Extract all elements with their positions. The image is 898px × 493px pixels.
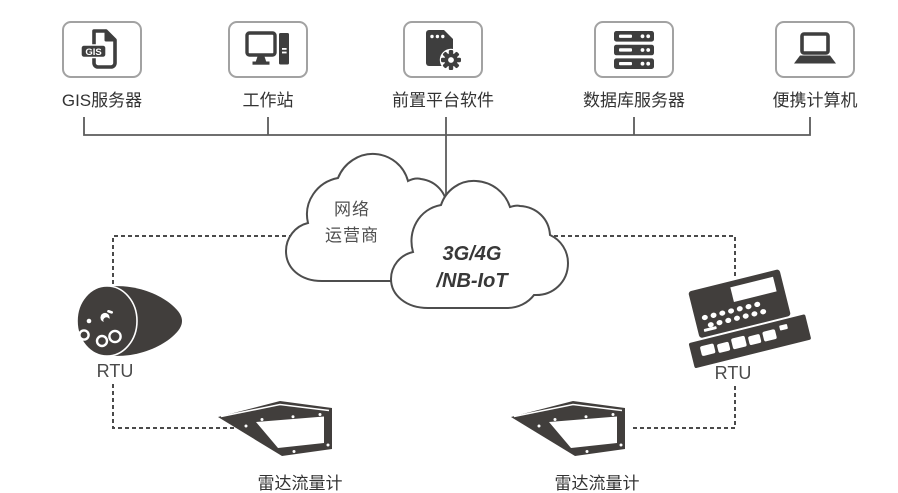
cloud-operator-line2: 运营商 bbox=[325, 226, 379, 245]
cloud-cellular-line1: 3G/4G bbox=[442, 243, 502, 265]
front-platform-label: 前置平台软件 bbox=[392, 91, 494, 110]
flowmeter-right-label: 雷达流量计 bbox=[554, 474, 640, 493]
rtu-right-label: RTU bbox=[714, 363, 752, 383]
dashed-link-cloud-to-rtu-left bbox=[112, 235, 307, 287]
node-workstation bbox=[228, 21, 308, 78]
node-gis-server: GIS bbox=[62, 21, 142, 78]
dashed-link-rtu-right-to-flowmeter bbox=[630, 386, 736, 429]
cloud-operator-label: 网络 运营商 bbox=[297, 197, 407, 249]
laptop-label: 便携计算机 bbox=[772, 91, 858, 110]
rtu-right-device bbox=[688, 269, 811, 368]
database-server-label: 数据库服务器 bbox=[583, 91, 685, 110]
sim-gear-icon bbox=[426, 29, 463, 71]
dashed-link-rtu-left-to-flowmeter bbox=[112, 384, 236, 429]
laptop-icon bbox=[794, 31, 836, 63]
cloud-operator-line1: 网络 bbox=[334, 200, 370, 219]
rtu-left-device bbox=[76, 285, 182, 357]
flowmeter-left-label: 雷达流量计 bbox=[257, 474, 343, 493]
gis-server-box: GIS bbox=[62, 21, 142, 78]
gis-server-label: GIS服务器 bbox=[61, 91, 143, 110]
workstation-label: 工作站 bbox=[242, 91, 294, 110]
rtu-left-label: RTU bbox=[96, 361, 134, 381]
database-server-icon bbox=[614, 30, 654, 69]
gis-file-icon: GIS bbox=[80, 28, 117, 69]
node-front-platform bbox=[403, 21, 483, 78]
database-server-box bbox=[594, 21, 674, 78]
workstation-box bbox=[228, 21, 308, 78]
gis-badge-text: GIS bbox=[85, 46, 101, 57]
flowmeter-right-device bbox=[511, 401, 625, 456]
dashed-links bbox=[112, 235, 736, 429]
node-database-server bbox=[594, 21, 674, 78]
flowmeter-left-device bbox=[218, 401, 332, 456]
node-laptop bbox=[775, 21, 855, 78]
cloud-cellular bbox=[389, 179, 570, 309]
dashed-link-cloud-to-rtu-right bbox=[540, 235, 736, 276]
front-platform-box bbox=[403, 21, 483, 78]
workstation-icon bbox=[245, 30, 289, 65]
laptop-box bbox=[775, 21, 855, 78]
cloud-cellular-line2: /NB-IoT bbox=[436, 270, 508, 292]
cloud-cellular-label: 3G/4G /NB-IoT bbox=[392, 241, 552, 295]
